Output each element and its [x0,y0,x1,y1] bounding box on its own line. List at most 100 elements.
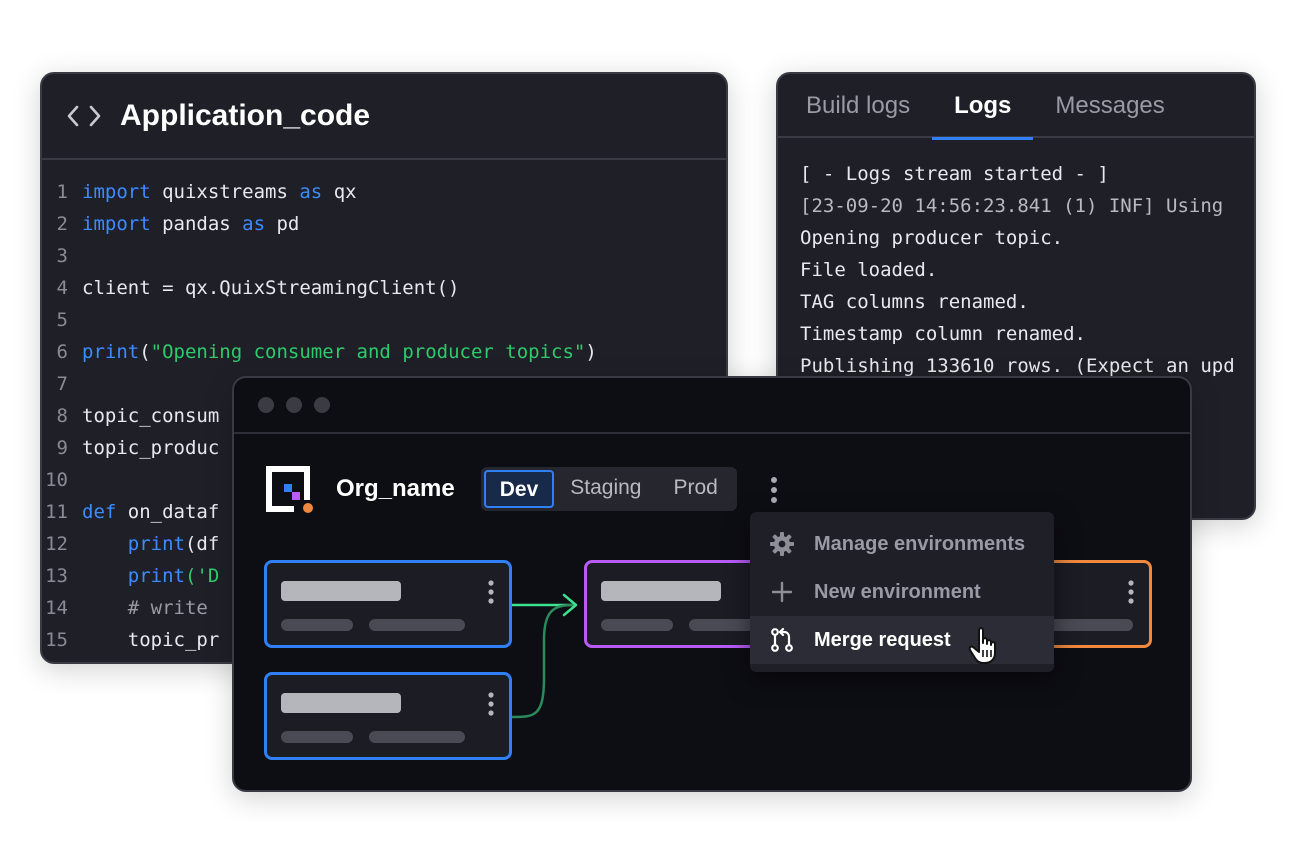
code-token [82,565,128,587]
env-staging-button[interactable]: Staging [570,476,642,499]
node-menu-icon[interactable] [1127,579,1135,605]
line-number: 11 [45,501,68,523]
code-panel-header: Application_code [42,74,726,160]
code-line: 2 import pandas as pd [42,208,726,240]
node-meta-placeholder [281,619,353,631]
menu-item-merge-request[interactable]: Merge request [750,616,1054,664]
gear-icon [768,530,796,558]
pipeline-connectors [511,593,578,719]
log-line: Publishing 133610 rows. (Expect an upd [800,355,1235,377]
node-meta-placeholder [281,731,353,743]
menu-item-new-environment[interactable]: New environment [750,568,1054,616]
window-dot[interactable] [258,397,274,413]
node-title-placeholder [281,581,401,601]
code-line: 9 topic_produc [42,432,726,464]
menu-item-label: New environment [814,580,981,603]
window-title-bar [234,378,1190,434]
line-number: 8 [56,405,68,427]
environment-menu: Manage environments New environment Merg… [750,512,1054,672]
line-number: 2 [56,213,68,235]
code-token: "Opening consumer and producer topics" [150,341,586,363]
line-number: 1 [56,181,68,203]
code-token: qx [322,181,357,203]
tab-messages[interactable]: Messages [1055,92,1165,119]
code-editor[interactable]: 1 import quixstreams as qx 2 import pandas … [42,160,726,656]
node-menu-icon[interactable] [487,691,495,717]
code-token: def [82,501,117,523]
code-token: topic_pr [82,629,220,651]
line-number: 10 [45,469,68,491]
log-line: Timestamp column renamed. [800,323,1086,345]
window-dot[interactable] [314,397,330,413]
node-meta-placeholder [601,619,673,631]
code-token: (df [184,533,220,555]
menu-item-label: Merge request [814,628,951,651]
code-text: print(df [82,528,220,560]
code-token: ( [139,341,151,363]
pipeline-node[interactable] [264,672,512,760]
quix-logo-icon [264,464,314,514]
node-meta-placeholder [369,731,465,743]
log-output: [ - Logs stream started - ] [23-09-20 14… [778,138,1254,382]
line-number: 13 [45,565,68,587]
code-text: topic_pr [82,624,220,656]
code-line: 14 # write [42,592,726,624]
plus-icon [768,578,796,606]
log-line: [23-09-20 14:56:23.841 (1) INF] Using [800,195,1224,217]
logs-tabs: Build logs Logs Messages [778,74,1254,140]
code-text: import pandas as pd [82,208,299,240]
node-title-placeholder [601,581,721,601]
tab-logs[interactable]: Logs [932,74,1034,140]
code-token: # write [82,597,220,619]
code-line: 15 topic_pr [42,624,726,656]
code-text: client = qx.QuixStreamingClient() [82,272,460,304]
hand-pointer-cursor-icon [968,626,1004,666]
line-number: 9 [56,437,68,459]
env-dev-button[interactable]: Dev [483,470,555,508]
code-line: 7 [42,368,726,400]
environment-switcher: Dev Staging Prod [480,467,737,511]
code-line: 5 [42,304,726,336]
log-line: File loaded. [800,259,938,281]
menu-item-manage-environments[interactable]: Manage environments [750,520,1054,568]
code-token [82,533,128,555]
code-token: print [127,533,185,555]
code-token: quixstreams [150,181,300,203]
menu-item-label: Manage environments [814,532,1026,555]
org-name[interactable]: Org_name [336,475,455,502]
env-prod-button[interactable]: Prod [673,476,718,499]
code-token: import [82,181,151,203]
node-menu-icon[interactable] [487,579,495,605]
code-text: # write [82,592,219,624]
line-number: 14 [45,597,68,619]
code-line: 10 [42,464,726,496]
code-text: print("Opening consumer and producer top… [82,336,597,368]
log-line: [ - Logs stream started - ] [800,163,1109,185]
code-brackets-icon [66,98,102,134]
log-line: Opening producer topic. [800,227,1064,249]
line-number: 3 [56,245,68,267]
pipeline-node[interactable] [264,560,512,648]
tab-build-logs[interactable]: Build logs [806,92,911,119]
code-token: on_dataf [116,501,220,523]
code-token: print [127,565,185,587]
code-token: topic_produc [82,437,220,459]
line-number: 12 [45,533,68,555]
code-token: ('D [184,565,220,587]
code-token: ) [585,341,597,363]
code-text: print('D [82,560,220,592]
org-header: Org_name Dev Staging Prod [264,464,737,514]
more-options-icon[interactable] [768,476,780,504]
code-text: def on_dataf [82,496,219,528]
code-token: import [82,213,151,235]
node-title-placeholder [281,693,401,713]
window-dot[interactable] [286,397,302,413]
code-token: as [242,213,266,235]
code-panel-title: Application_code [120,99,371,132]
code-token: pandas [150,213,243,235]
node-meta-placeholder [369,619,465,631]
